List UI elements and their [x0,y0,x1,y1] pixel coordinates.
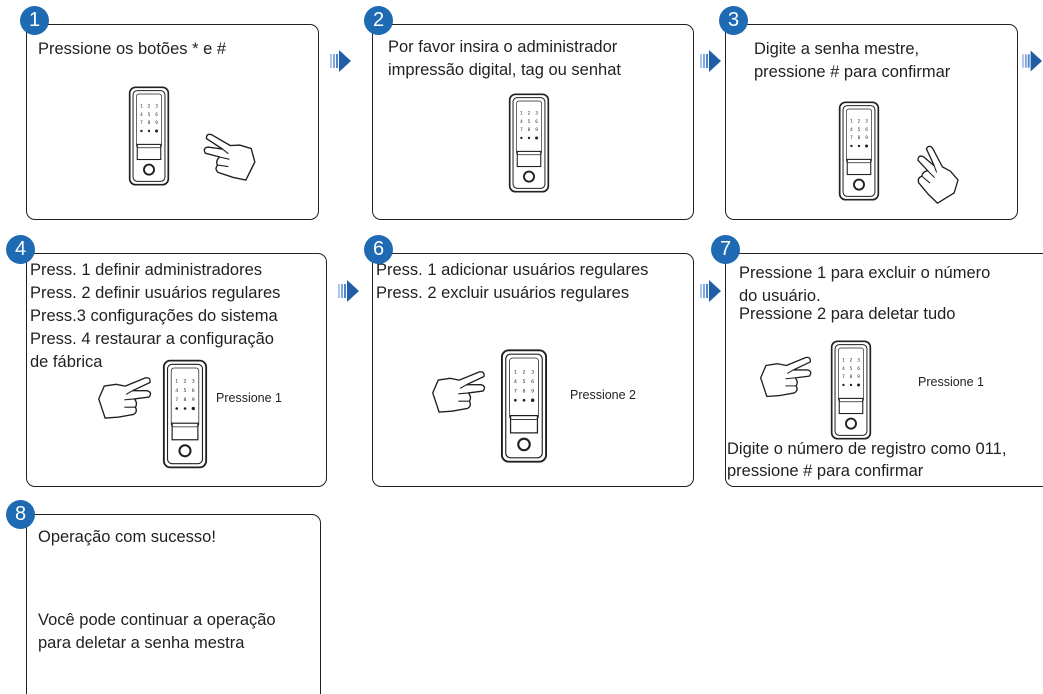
next-step-arrow-icon [700,278,722,304]
step-6-caption: Pressione 2 [570,388,637,402]
step-7-line-3: Pressione 2 para deletar tudo [739,305,956,323]
next-step-arrow-icon [338,278,360,304]
step-1-line-1: Pressione os botões * e # [38,40,227,58]
next-step-arrow-icon [330,48,352,74]
step-7-footer-2: pressione # para confirmar [727,462,924,480]
step-4-line-4: Press. 4 restaurar a configuração [30,330,274,348]
pointing-hand-icon [191,128,261,186]
door-lock-keypad-icon [500,346,548,466]
pointing-hand-icon [430,368,494,416]
pointing-hand-icon [96,374,160,422]
step-7-badge: 7 [711,235,740,264]
door-lock-keypad-icon [830,338,872,442]
step-7-line-2: do usuário. [739,287,821,305]
step-7-footer-1: Digite o número de registro como 011, [727,440,1007,458]
step-4-caption: Pressione 1 [216,391,283,405]
step-6-line-1: Press. 1 adicionar usuários regulares [376,261,649,279]
step-3-line-1: Digite a senha mestre, [754,40,920,58]
step-2-badge: 2 [364,6,393,35]
step-4-badge: 4 [6,235,35,264]
step-8-line-1: Operação com sucesso! [38,528,216,546]
pointing-hand-icon [758,354,820,400]
step-8-footer-2: para deletar a senha mestra [38,634,245,652]
step-7-caption: Pressione 1 [918,375,985,389]
door-lock-keypad-icon [162,356,208,472]
step-8-panel [26,514,321,694]
next-step-arrow-icon [1022,48,1043,74]
step-8-badge: 8 [6,500,35,529]
step-4-line-5: de fábrica [30,353,103,371]
step-4-line-3: Press.3 configurações do sistema [30,307,278,325]
next-step-arrow-icon [700,48,722,74]
step-4-line-1: Press. 1 definir administradores [30,261,263,279]
step-4-line-2: Press. 2 definir usuários regulares [30,284,281,302]
step-2-line-2: impressão digital, tag ou senhat [388,61,621,79]
step-1-badge: 1 [20,6,49,35]
step-7-line-1: Pressione 1 para excluir o número [739,264,991,282]
step-2-line-1: Por favor insira o administrador [388,38,618,56]
step-3-line-2: pressione # para confirmar [754,63,951,81]
step-6-line-2: Press. 2 excluir usuários regulares [376,284,630,302]
door-lock-keypad-icon [838,96,880,206]
step-3-badge: 3 [719,6,748,35]
step-6-badge: 6 [364,235,393,264]
step-8-footer-1: Você pode continuar a operação [38,611,276,629]
step-1-panel [26,24,319,220]
door-lock-keypad-icon [128,78,170,194]
door-lock-keypad-icon [508,86,550,200]
